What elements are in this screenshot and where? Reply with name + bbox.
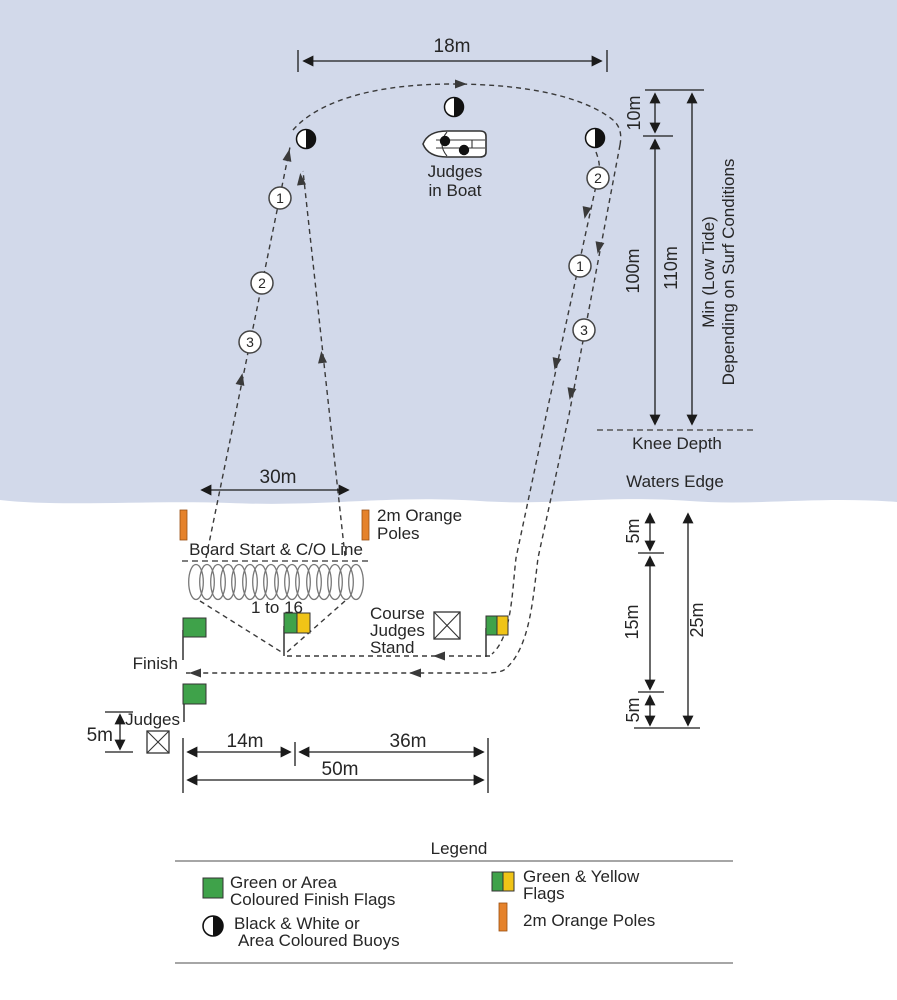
dimension-judges-5m: 5m xyxy=(87,711,133,753)
dimension-judges-5m-label: 5m xyxy=(87,725,113,746)
legend-title: Legend xyxy=(431,839,488,858)
left-leg-marker-3: 3 xyxy=(238,330,262,354)
legend-green-flag-label-1: Green or Area xyxy=(230,873,337,892)
waters-edge-label: Waters Edge xyxy=(626,472,724,491)
legend-orange-pole-swatch xyxy=(498,902,508,932)
dimension-15m-label: 15m xyxy=(622,604,642,639)
start-line-label: Board Start & C/O Line xyxy=(189,540,363,559)
funnel-line-right xyxy=(285,600,346,654)
dimension-30m-label: 30m xyxy=(260,467,297,488)
judges-box xyxy=(146,730,170,754)
orange-pole-left xyxy=(179,509,188,541)
legend-buoy-label-2: Area Coloured Buoys xyxy=(238,931,400,950)
dimension-beach-width: 14m 36m 50m xyxy=(182,731,489,793)
right-leg-marker-3: 3 xyxy=(572,318,596,342)
legend-gy-flag-swatch xyxy=(491,871,515,892)
svg-text:1: 1 xyxy=(276,190,284,206)
dimension-14m-label: 14m xyxy=(227,731,264,752)
dimension-18m-label: 18m xyxy=(434,36,471,57)
finish-label: Finish xyxy=(133,654,178,673)
dimension-offshore: 10m 100m 110m xyxy=(623,89,704,426)
legend-gy-flag-label-1: Green & Yellow xyxy=(523,867,640,886)
dimension-5m-top-label: 5m xyxy=(623,518,643,543)
legend-buoy-swatch xyxy=(202,915,224,937)
dimension-10m-label: 10m xyxy=(624,95,644,130)
finish-flag-lower xyxy=(182,683,207,722)
judges-boat-label-2: in Boat xyxy=(429,181,482,200)
orange-poles-label-1: 2m Orange xyxy=(377,506,462,525)
tide-note-line1: Min (Low Tide) xyxy=(699,216,718,327)
legend-green-flag-swatch xyxy=(202,877,224,899)
legend-buoy-label-1: Black & White or xyxy=(234,914,360,933)
judges-boat xyxy=(422,130,487,158)
dimension-100m-label: 100m xyxy=(623,248,643,293)
green-yellow-flag-right xyxy=(485,615,509,657)
competitors-label: 1 to 16 xyxy=(251,598,303,617)
course-judges-label-3: Stand xyxy=(370,638,414,657)
tide-note-line2: Depending on Surf Conditions xyxy=(719,159,738,386)
funnel-line-left xyxy=(199,600,284,654)
knee-depth-label: Knee Depth xyxy=(632,434,722,453)
legend: Legend Green or Area Coloured Finish Fla… xyxy=(175,839,733,964)
right-leg-marker-1: 2 xyxy=(586,166,610,190)
dimension-beach-depth: 5m 15m 5m 25m xyxy=(622,512,707,729)
legend-gy-flag-label-2: Flags xyxy=(523,884,565,903)
dimension-110m-label: 110m xyxy=(661,246,681,290)
left-leg-marker-1: 1 xyxy=(268,186,292,210)
boat-judge-dot xyxy=(458,144,470,156)
svg-text:3: 3 xyxy=(580,322,588,338)
course-top-arc xyxy=(292,83,622,146)
boat-judge-dot xyxy=(439,135,451,147)
right-turn-buoy xyxy=(584,127,606,149)
green-yellow-flag-middle xyxy=(283,612,311,656)
competitor-boards xyxy=(188,563,364,601)
course-judges-label-1: Course xyxy=(370,604,425,623)
dimension-50m-label: 50m xyxy=(322,759,359,780)
water-area xyxy=(0,0,897,504)
orange-poles-label-2: Poles xyxy=(377,524,420,543)
left-turn-buoy xyxy=(295,128,317,150)
top-turn-buoy xyxy=(443,96,465,118)
orange-pole-right xyxy=(361,509,370,541)
svg-text:2: 2 xyxy=(258,275,266,291)
course-judges-stand-box xyxy=(433,611,461,640)
dimension-36m-label: 36m xyxy=(390,731,427,752)
legend-orange-pole-label: 2m Orange Poles xyxy=(523,911,655,930)
dimension-5m-bottom-label: 5m xyxy=(623,697,643,722)
judges-label: Judges xyxy=(125,710,180,729)
svg-text:2: 2 xyxy=(594,170,602,186)
right-leg-marker-2: 1 xyxy=(568,254,592,278)
left-leg-marker-2: 2 xyxy=(250,271,274,295)
svg-text:3: 3 xyxy=(246,334,254,350)
dimension-30m: 30m xyxy=(200,467,350,496)
course-judges-label-2: Judges xyxy=(370,621,425,640)
finish-flag-upper xyxy=(182,617,207,660)
dimension-18m: 18m xyxy=(297,36,608,72)
judges-boat-label-1: Judges xyxy=(428,162,483,181)
svg-text:1: 1 xyxy=(576,258,584,274)
legend-green-flag-label-2: Coloured Finish Flags xyxy=(230,890,395,909)
dimension-25m-label: 25m xyxy=(687,602,707,637)
